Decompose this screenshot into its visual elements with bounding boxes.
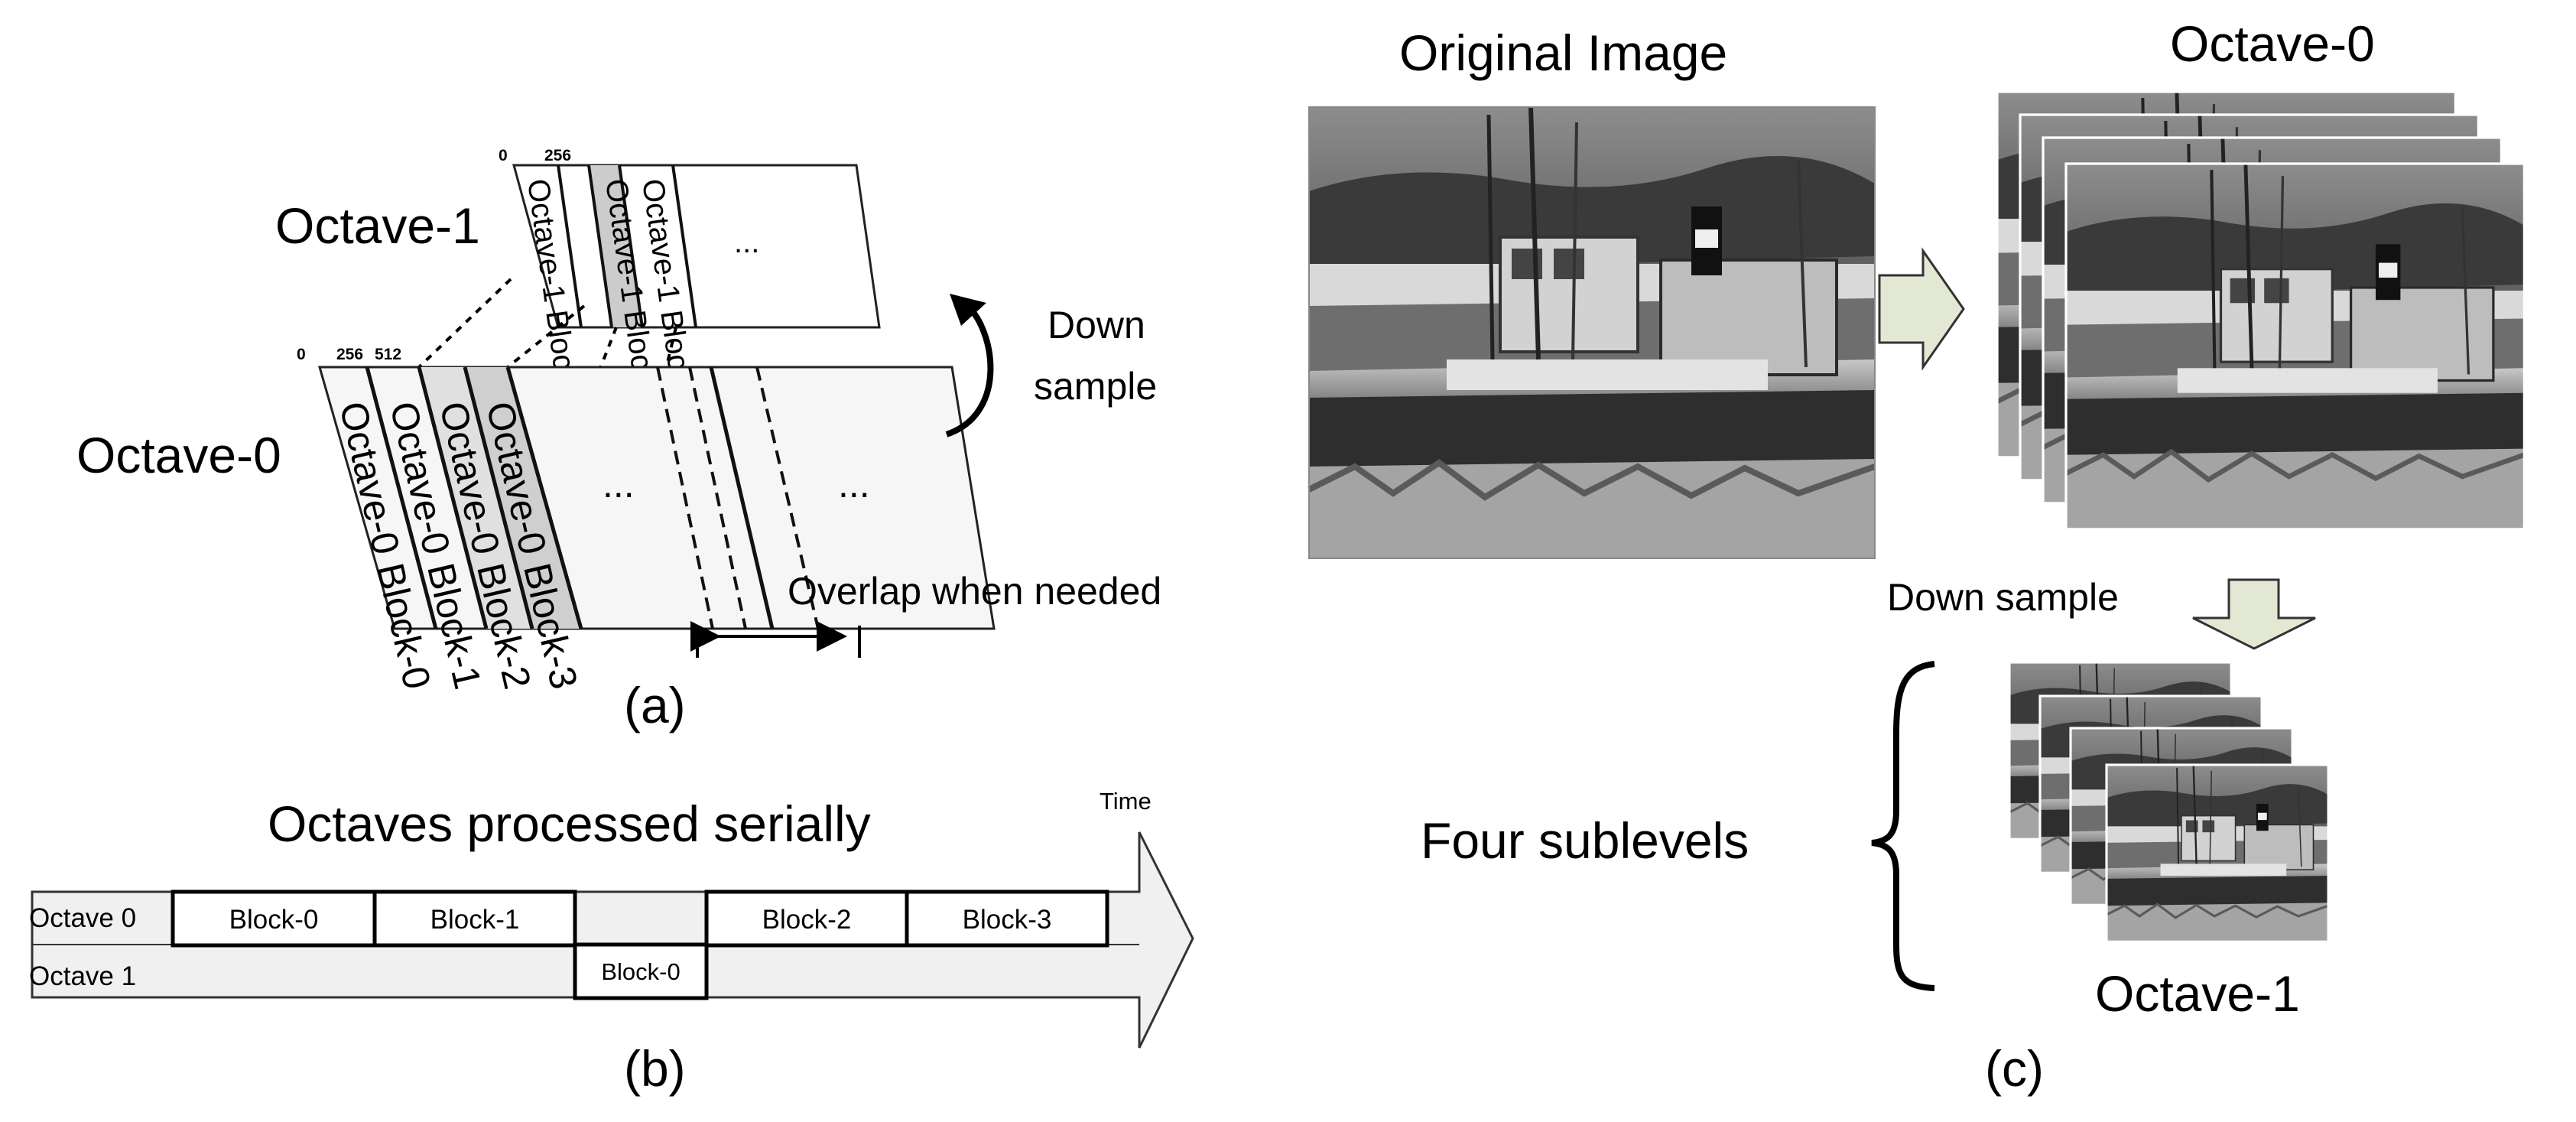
down-sample-label-line1: Down — [1048, 304, 1145, 346]
down-sample-label: Down sample — [1887, 576, 2119, 619]
octave0-block-3-shade — [465, 367, 581, 629]
octave0-tick-512: 512 — [375, 346, 401, 363]
row1-label: Octave 1 — [29, 961, 136, 991]
four-sublevels-label: Four sublevels — [1421, 812, 1749, 869]
octave0-ellipsis-2: ... — [838, 463, 870, 506]
row0-block-1-box — [372, 889, 577, 948]
octave0-stack — [1997, 92, 2524, 529]
right-arrow-icon — [1878, 247, 1965, 371]
octave0-title: Octave-0 — [2170, 15, 2375, 72]
row0-block-2: Block-2 — [762, 905, 852, 935]
row0-block-1: Block-1 — [430, 905, 520, 935]
panel-c: Original Image Octave-0 Down sample Four… — [1309, 15, 2524, 1097]
panel-a: Octave-1 Block-0 Octave-1 Block-1 Octave… — [76, 147, 1161, 733]
octave1-stack — [2008, 661, 2330, 943]
original-image — [1309, 107, 1875, 558]
down-sample-arrow-icon — [945, 303, 994, 437]
octave0-tick-256: 256 — [336, 346, 363, 363]
row0-block-3: Block-3 — [963, 905, 1052, 935]
octave0-block-2-shade — [419, 367, 532, 629]
octave0-label: Octave-0 — [76, 427, 281, 483]
time-arrow — [31, 831, 1194, 1049]
row0-block-3-box — [905, 889, 1109, 948]
serial-title: Octaves processed serially — [268, 795, 871, 852]
down-sample-arrowhead-icon — [950, 294, 986, 326]
octave1-title: Octave-1 — [2095, 965, 2300, 1022]
octave1-ellipsis: ... — [734, 226, 759, 259]
row1-block-0: Block-0 — [601, 958, 680, 985]
caption-c: (c) — [1985, 1040, 2044, 1097]
row0-block-2-box — [704, 889, 909, 948]
octave1-tick-0: 0 — [499, 147, 508, 164]
row0-block-0-box — [171, 889, 377, 948]
caption-a: (a) — [624, 677, 686, 733]
octave1-tick-256: 256 — [544, 147, 571, 164]
brace-icon — [1871, 661, 1935, 991]
row0-label: Octave 0 — [29, 903, 136, 933]
octave1-block-1-shade — [589, 165, 642, 327]
down-arrow-icon — [2192, 578, 2316, 650]
panel-b: Octaves processed serially Time Octave 0… — [29, 788, 1194, 1097]
original-image-title: Original Image — [1399, 24, 1727, 81]
down-sample-label-line2: sample — [1034, 365, 1157, 408]
octave1-label: Octave-1 — [275, 197, 480, 254]
caption-b: (b) — [624, 1040, 686, 1097]
time-label: Time — [1100, 788, 1152, 815]
octave0-ellipsis-1: ... — [603, 463, 635, 506]
overlap-label: Overlap when needed — [788, 570, 1161, 613]
row0-block-0: Block-0 — [229, 905, 319, 935]
octave0-tick-0: 0 — [297, 346, 306, 363]
row1-block-0-box — [573, 942, 709, 1000]
